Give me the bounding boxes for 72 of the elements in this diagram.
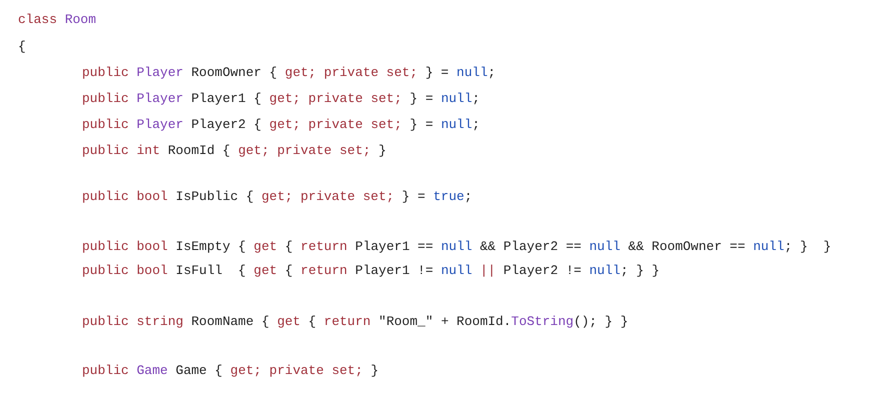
code-text: } =: [410, 117, 434, 132]
keyword: public bool: [82, 189, 168, 204]
keyword: public: [82, 363, 129, 378]
keyword: get: [254, 263, 278, 278]
keyword: get: [277, 314, 300, 329]
code-text: RoomName {: [191, 314, 270, 329]
code-text: && Player2 ==: [480, 239, 582, 254]
code-text: ;: [464, 189, 472, 204]
literal-value: null: [440, 91, 472, 106]
code-text: IsEmpty {: [176, 239, 246, 254]
keyword: get: [254, 239, 278, 254]
literal-value: null: [440, 117, 472, 132]
keyword: return: [324, 314, 371, 329]
code-text: (); } }: [574, 314, 628, 329]
type-name: Room: [64, 12, 96, 27]
code-text: ;: [472, 91, 480, 106]
keyword: public int: [82, 143, 160, 158]
code-text: Player1 {: [191, 91, 262, 106]
keyword: get; private set;: [269, 91, 402, 106]
code-text: } }: [800, 239, 832, 254]
literal-value: null: [440, 239, 472, 254]
keyword: get; private set;: [269, 117, 402, 132]
keyword: class: [18, 12, 58, 27]
literal-value: null: [456, 65, 488, 80]
code-text: {: [284, 239, 293, 254]
keyword: return: [300, 239, 348, 254]
code-text: Game {: [176, 363, 222, 378]
code-text: } }: [636, 263, 660, 278]
type-name: Game: [136, 363, 168, 378]
code-text: RoomOwner {: [191, 65, 278, 80]
keyword: get; private set;: [238, 143, 371, 158]
code-text: {: [18, 39, 26, 54]
code-text: Player2 {: [191, 117, 262, 132]
code-text: IsPublic {: [176, 189, 254, 204]
code-text: ;: [784, 239, 792, 254]
code-text: {: [284, 263, 293, 278]
code-text: }: [378, 143, 386, 158]
keyword: public: [82, 65, 129, 80]
type-name: Player: [136, 65, 184, 80]
code-text: Player1 ==: [355, 239, 434, 254]
keyword: get; private set;: [230, 363, 363, 378]
type-name: ToString: [511, 314, 574, 329]
code-text: ;: [620, 263, 628, 278]
keyword: return: [300, 263, 348, 278]
code-text: } =: [402, 189, 426, 204]
literal-value: null: [589, 263, 620, 278]
keyword: public bool: [82, 239, 168, 254]
code-text: ;: [488, 65, 496, 80]
literal-value: null: [589, 239, 620, 254]
code-text: Player2 !=: [503, 263, 582, 278]
literal-value: true: [433, 189, 464, 204]
keyword: public: [82, 91, 129, 106]
keyword: get; private set;: [284, 65, 418, 80]
code-text: RoomId {: [168, 143, 230, 158]
literal-value: null: [753, 239, 784, 254]
keyword: get; private set;: [261, 189, 394, 204]
code-text: Player1 !=: [355, 263, 434, 278]
type-name: Player: [136, 91, 184, 106]
code-text: ;: [472, 117, 480, 132]
code-text: && RoomOwner ==: [628, 239, 746, 254]
code-text: {: [308, 314, 316, 329]
type-name: Player: [136, 117, 184, 132]
code-text: } =: [410, 91, 434, 106]
keyword: public: [82, 117, 129, 132]
code-text: }: [370, 363, 379, 378]
keyword: public string: [82, 314, 184, 329]
literal-value: null: [440, 263, 472, 278]
code-text: IsFull {: [176, 263, 246, 278]
code-text: } =: [425, 65, 449, 80]
keyword: ||: [480, 263, 496, 278]
code-text: "Room_" + RoomId.: [378, 314, 512, 329]
keyword: public bool: [82, 263, 168, 278]
